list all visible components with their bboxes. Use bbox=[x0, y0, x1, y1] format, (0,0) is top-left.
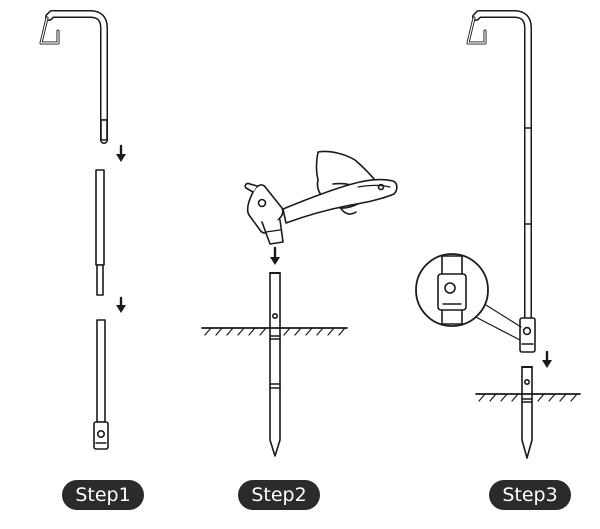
down-arrow-icon bbox=[270, 246, 280, 265]
ground-hatch-icon bbox=[475, 393, 581, 402]
magnifier-callout-icon bbox=[415, 253, 522, 341]
step1-bottom-segment bbox=[93, 319, 109, 450]
down-arrow-icon bbox=[542, 350, 552, 368]
step1-hook-segment bbox=[39, 10, 108, 144]
step3-label: Step3 bbox=[489, 480, 571, 510]
step1-middle-segment bbox=[95, 169, 105, 296]
assembled-pole bbox=[466, 10, 536, 353]
ground-stake bbox=[269, 272, 281, 457]
step2-label: Step2 bbox=[238, 480, 320, 510]
step1-label: Step1 bbox=[62, 480, 144, 510]
down-arrow-icon bbox=[116, 144, 126, 162]
ground-stake bbox=[521, 366, 533, 459]
step2-illustration bbox=[201, 150, 398, 457]
ground-hatch-icon bbox=[201, 327, 348, 336]
step3-illustration bbox=[415, 10, 581, 459]
step1-illustration bbox=[39, 10, 126, 450]
down-arrow-icon bbox=[116, 296, 126, 313]
hammer-icon bbox=[244, 178, 398, 245]
